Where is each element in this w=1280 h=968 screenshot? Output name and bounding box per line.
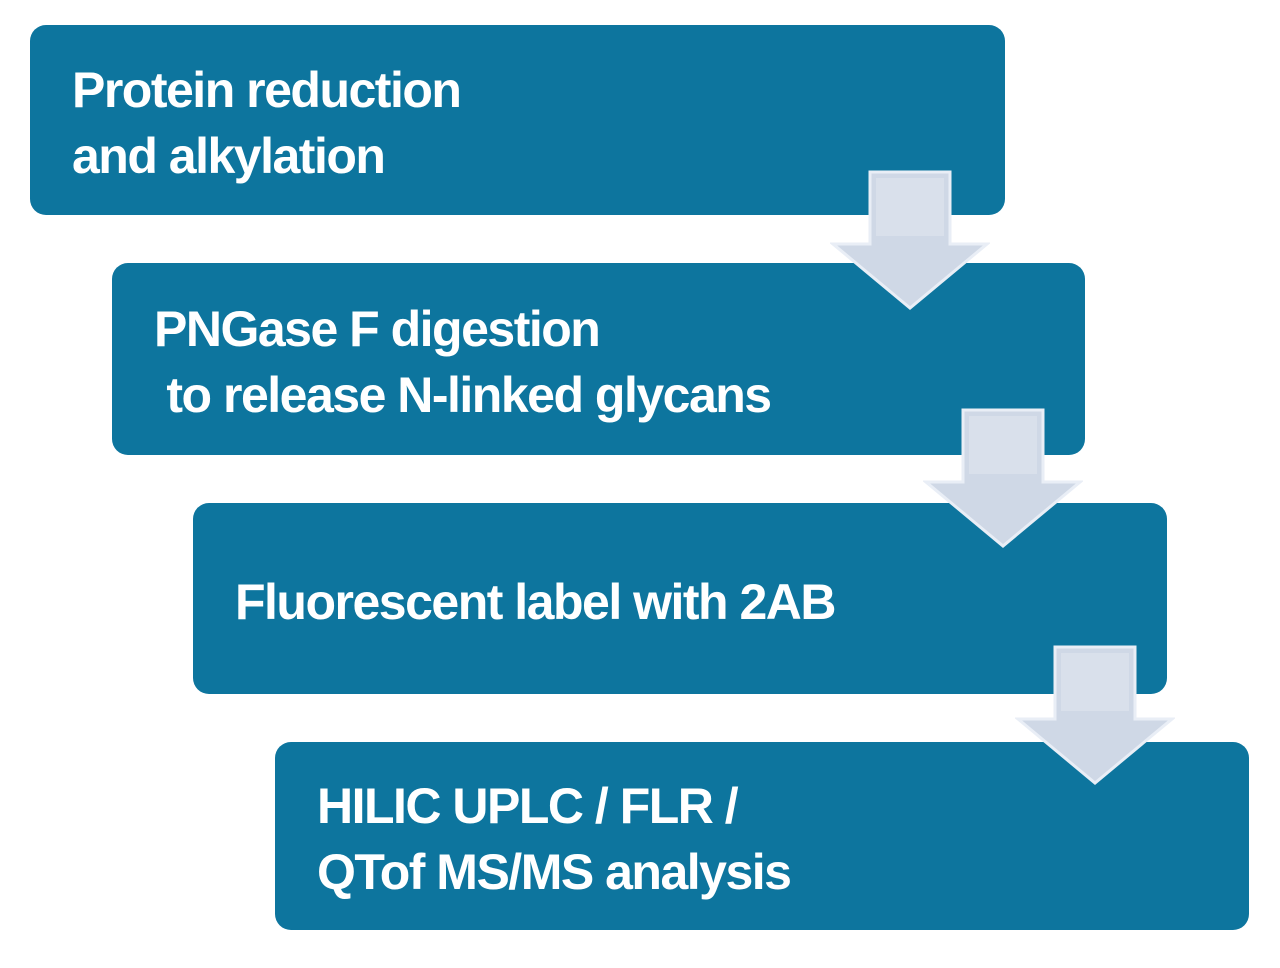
step-pngase-digestion: PNGase F digestion to release N-linked g… xyxy=(112,263,1085,455)
down-arrow-icon xyxy=(830,170,990,310)
step-label-line: HILIC UPLC / FLR / xyxy=(317,778,739,834)
step-label-line: to release N-linked glycans xyxy=(154,367,772,423)
step-protein-reduction: Protein reduction and alkylation xyxy=(30,25,1005,215)
down-arrow-icon xyxy=(923,408,1083,548)
step-label-line: QTof MS/MS analysis xyxy=(317,844,792,900)
step-label-line: and alkylation xyxy=(72,128,386,184)
step-label-line: PNGase F digestion xyxy=(154,301,601,357)
step-label-line: Fluorescent label with 2AB xyxy=(235,573,837,630)
step-label-line: Protein reduction xyxy=(72,62,462,118)
down-arrow-icon xyxy=(1015,645,1175,785)
